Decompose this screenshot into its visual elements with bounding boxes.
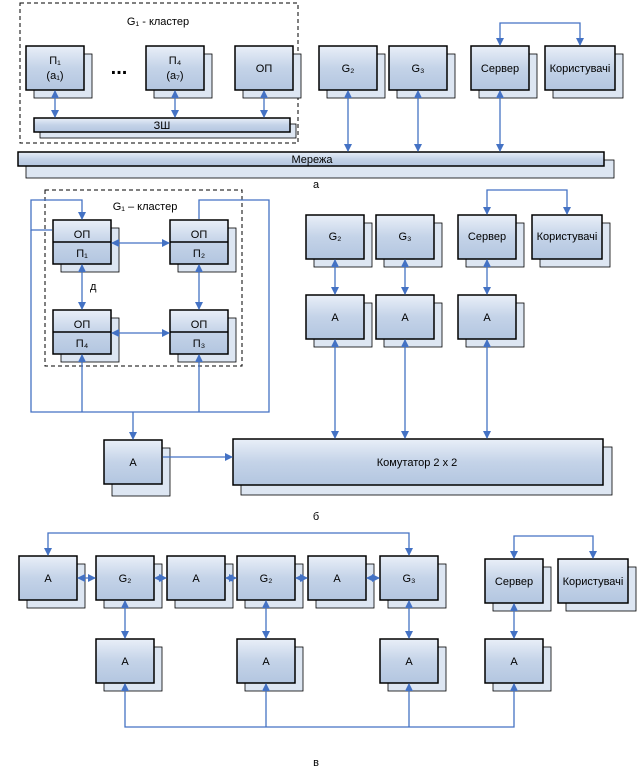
box-p1-sub: (a₁): [46, 70, 63, 82]
box-c-a3: А: [307, 555, 375, 609]
bus-network-label: Мережа: [292, 154, 334, 166]
box-p1: П₁ (a₁): [25, 45, 93, 99]
box-a-b-left-label: А: [129, 457, 137, 469]
box-op-p3-p: П₃: [193, 338, 205, 350]
box-c-a-lower-1: А: [95, 638, 163, 692]
box-op-a: ОП: [234, 45, 302, 99]
arrows-b: [30, 189, 571, 461]
box-c-server: Сервер: [484, 558, 552, 612]
box-c-g2-2-label: G₂: [260, 573, 273, 585]
box-a-b-2-label: А: [401, 312, 409, 324]
box-switch: Комутатор 2 х 2: [232, 438, 613, 496]
box-g2-a: G₂: [318, 45, 386, 99]
box-g2-a-label: G₂: [342, 63, 355, 75]
caption-a: а: [313, 179, 320, 191]
box-c-a2: А: [166, 555, 234, 609]
box-a-b-3: А: [457, 294, 525, 348]
box-users-a: Користувачі: [544, 45, 624, 99]
box-c-users-label: Користувачі: [563, 576, 624, 588]
box-g2-b-label: G₂: [329, 231, 342, 243]
box-p4-label: П₄: [169, 55, 182, 67]
box-c-a-lower-2-label: А: [262, 656, 270, 668]
box-op-p2-op: ОП: [191, 229, 208, 241]
box-op-p4-p: П₄: [76, 338, 89, 350]
box-a-b-2: А: [375, 294, 443, 348]
box-a-b-1: А: [305, 294, 373, 348]
box-p1-label: П₁: [49, 55, 61, 67]
box-op-p3-op: ОП: [191, 319, 208, 331]
box-c-g3-label: G₃: [402, 573, 415, 585]
bus-zsh-label: ЗШ: [154, 120, 171, 132]
cluster-b-dashed: [44, 189, 243, 367]
box-g3-b-label: G₃: [398, 231, 411, 243]
cluster-a-title: G₁ - кластер: [127, 16, 189, 28]
box-op-p1-op: ОП: [74, 229, 91, 241]
box-p4-sub: (a₇): [166, 70, 183, 82]
box-c-server-label: Сервер: [495, 576, 533, 588]
box-c-a-lower-1-label: А: [121, 656, 129, 668]
box-op-a-label: ОП: [256, 63, 273, 75]
box-c-users: Користувачі: [557, 558, 637, 612]
box-op-p4: ОП П₄: [52, 309, 120, 363]
box-server-b: Сервер: [457, 214, 525, 268]
box-a-b-1-label: А: [331, 312, 339, 324]
cluster-a-dashed: [19, 2, 299, 144]
box-op-p3: ОП П₃: [169, 309, 237, 363]
box-op-p2-p: П₂: [193, 248, 205, 260]
label-d: д: [90, 281, 97, 293]
box-c-a1-label: А: [44, 573, 52, 585]
arrows-c: [44, 532, 597, 728]
box-c-g3: G₃: [379, 555, 447, 609]
box-switch-label: Комутатор 2 х 2: [377, 457, 458, 469]
box-c-g2-1-label: G₂: [119, 573, 132, 585]
box-c-g2-1: G₂: [95, 555, 163, 609]
box-a-b-left: А: [103, 439, 171, 497]
box-g3-a-label: G₃: [411, 63, 424, 75]
box-c-a-lower-3-label: А: [405, 656, 413, 668]
box-op-p2: ОП П₂: [169, 219, 237, 273]
box-c-a-lower-3: А: [379, 638, 447, 692]
box-op-p1: ОП П₁: [52, 219, 120, 273]
box-c-g2-2: G₂: [236, 555, 304, 609]
box-g3-a: G₃: [388, 45, 456, 99]
box-users-b: Користувачі: [531, 214, 611, 268]
bus-zsh: ЗШ: [33, 117, 297, 139]
box-c-a-lower-4-label: А: [510, 656, 518, 668]
box-c-a-lower-4: А: [484, 638, 552, 692]
ellipsis: ...: [111, 57, 128, 79]
box-op-p1-p: П₁: [76, 248, 88, 260]
box-g3-b: G₃: [375, 214, 443, 268]
caption-c: в: [313, 757, 319, 769]
box-c-a1: А: [18, 555, 86, 609]
box-op-p4-op: ОП: [74, 319, 91, 331]
box-c-a3-label: А: [333, 573, 341, 585]
box-users-a-label: Користувачі: [550, 63, 611, 75]
box-a-b-3-label: А: [483, 312, 491, 324]
box-users-b-label: Користувачі: [537, 231, 598, 243]
bus-network: Мережа: [17, 151, 615, 179]
box-server-a: Сервер: [470, 45, 538, 99]
box-g2-b: G₂: [305, 214, 373, 268]
box-server-b-label: Сервер: [468, 231, 506, 243]
arrows-a: [51, 22, 584, 152]
box-server-a-label: Сервер: [481, 63, 519, 75]
cluster-b-title: G₁ – кластер: [113, 201, 178, 213]
caption-b: б: [313, 511, 319, 523]
box-c-a-lower-2: А: [236, 638, 304, 692]
box-c-a2-label: А: [192, 573, 200, 585]
box-p4: П₄ (a₇): [145, 45, 213, 99]
